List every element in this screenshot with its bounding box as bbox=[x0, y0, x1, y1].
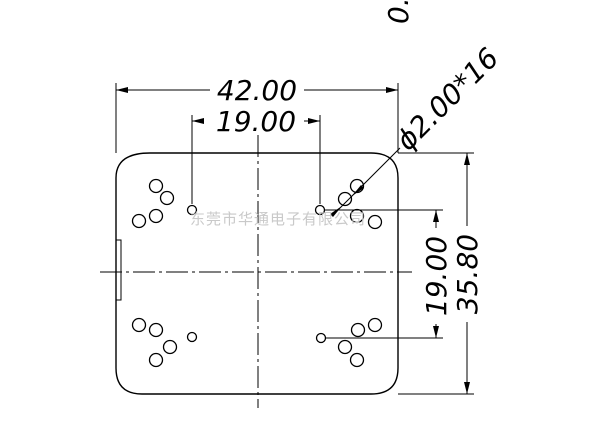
inner-height-label: 19.00 bbox=[420, 236, 453, 316]
hole bbox=[148, 208, 164, 224]
hole-callout-label: ϕ2.00*16 bbox=[390, 41, 506, 157]
hole bbox=[186, 204, 198, 216]
holes-top-left bbox=[131, 178, 198, 229]
hole bbox=[186, 331, 198, 343]
hole bbox=[148, 352, 164, 368]
company-watermark: 东莞市华通电子有限公司 bbox=[190, 210, 366, 228]
hole bbox=[131, 317, 147, 333]
hole bbox=[349, 352, 365, 368]
hole bbox=[314, 204, 326, 216]
dimension-overall-height: 35.80 bbox=[398, 152, 484, 395]
hole bbox=[337, 339, 353, 355]
inner-width-label: 19.00 bbox=[216, 105, 296, 138]
hole bbox=[131, 213, 147, 229]
hole bbox=[315, 332, 327, 344]
hole bbox=[148, 322, 164, 338]
holes-bottom-left bbox=[131, 317, 198, 368]
hole bbox=[350, 322, 366, 338]
overall-width-label: 42.00 bbox=[217, 74, 297, 107]
overall-height-label: 35.80 bbox=[451, 234, 484, 314]
holes-bottom-right bbox=[315, 317, 383, 368]
hole bbox=[367, 214, 383, 230]
hole bbox=[162, 339, 178, 355]
dimension-overall-width: 42.00 bbox=[115, 74, 399, 153]
part-outline bbox=[115, 152, 399, 395]
left-notch bbox=[116, 239, 122, 301]
hole bbox=[337, 191, 353, 207]
hole bbox=[159, 190, 175, 206]
dimension-inner-height: 19.00 bbox=[325, 209, 453, 339]
hole bbox=[367, 317, 383, 333]
dimension-inner-width: 19.00 bbox=[191, 105, 321, 204]
hole bbox=[148, 178, 164, 194]
dimension-fragment: 0. bbox=[382, 0, 415, 24]
